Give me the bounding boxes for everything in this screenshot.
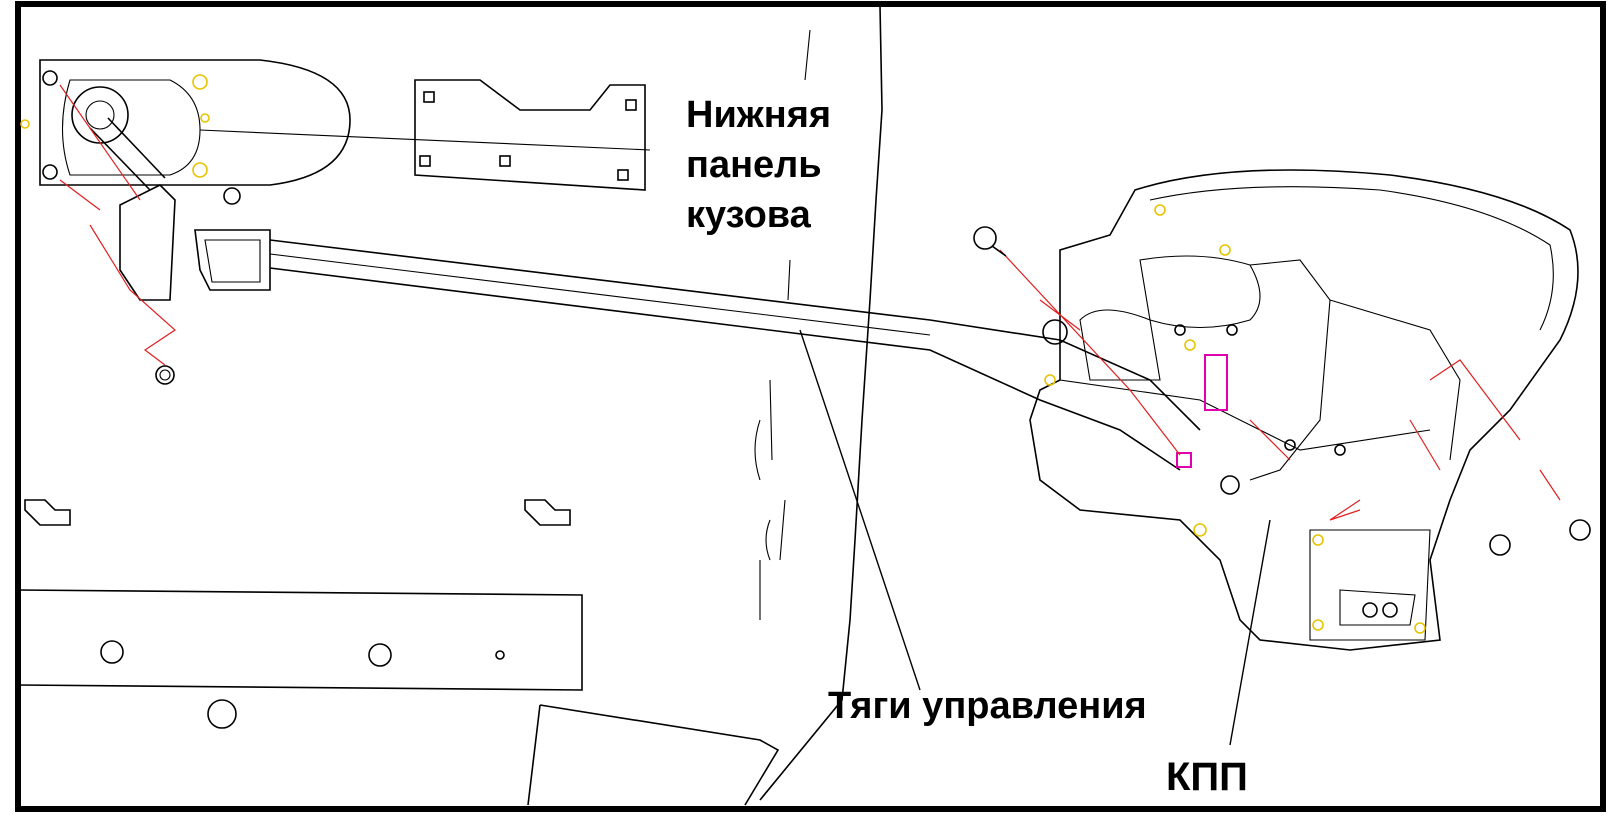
gearbox-housing	[999, 169, 1579, 651]
gearbox-leader	[1229, 519, 1271, 746]
control-rods-label: Тяги управления	[828, 685, 1147, 727]
body-panel-label-line3: кузова	[686, 194, 812, 236]
body-panel-label-line2: панель	[686, 144, 822, 186]
gearbox-label: КПП	[1166, 755, 1248, 799]
loose-bolts	[973, 226, 1591, 556]
body-panel-label-line1: Нижняя	[686, 94, 831, 136]
body-panel-edge	[754, 5, 883, 801]
lever-bracket	[59, 84, 271, 385]
diagram-frame	[15, 1, 1606, 812]
body-panel-bracket	[414, 79, 646, 191]
shift-lever-housing	[20, 59, 651, 205]
lower-body-rail	[17, 499, 780, 806]
control-rods-leader	[799, 329, 921, 691]
